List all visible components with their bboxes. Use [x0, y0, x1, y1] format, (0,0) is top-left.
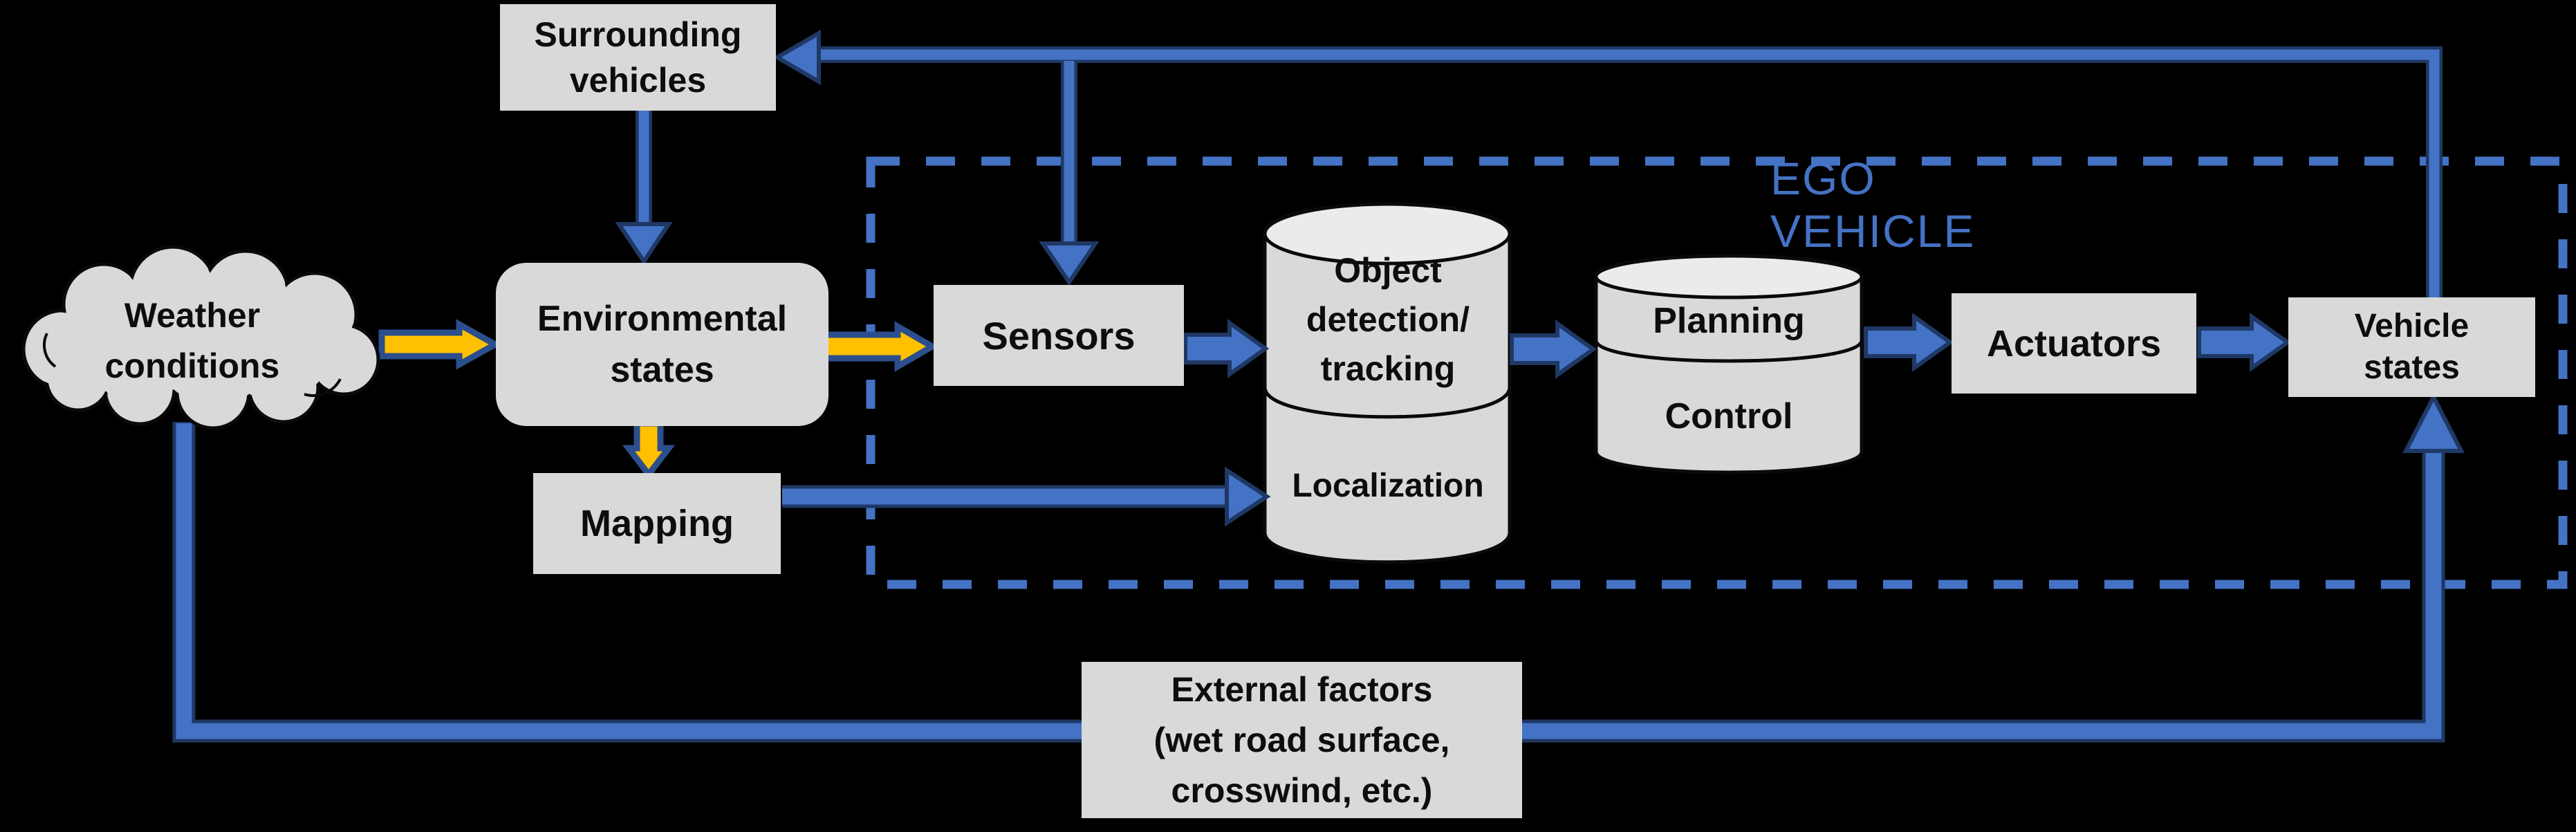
mapping-to-localization-connector [782, 466, 1271, 527]
perception-cylinder-divider [1263, 387, 1512, 419]
environmental-to-mapping-arrow [622, 420, 676, 480]
surrounding-vehicles-label-line1: Surrounding [534, 15, 742, 54]
node-vehicle-states: Vehicle states [2288, 297, 2535, 397]
weather-conditions-label: Weather conditions [33, 289, 351, 393]
arrowhead-up-into-vehicle-states [2402, 392, 2465, 453]
perception-cylinder [1263, 202, 1512, 564]
ego-vehicle-dashed-border [866, 156, 2568, 589]
node-external-factors: External factors (wet road surface, cros… [1082, 662, 1522, 818]
arrowhead-down-into-sensors [1039, 241, 1100, 286]
localization-label: Localization [1292, 467, 1484, 504]
environmental-states-label-line1: Environmental [537, 299, 788, 339]
external-factors-label-line3: crosswind, etc.) [1171, 770, 1433, 810]
object-detection-tracking-label: Object detection/ tracking [1266, 246, 1510, 394]
actuators-label: Actuators [1986, 322, 2162, 364]
environmental-states-label-line2: states [610, 350, 714, 390]
planning-control-cylinder-divider [1594, 340, 1864, 363]
environment-yellow-arrows [378, 319, 938, 480]
object-detection-label-line1: Object [1334, 251, 1442, 290]
object-detection-label-line2: detection/ [1306, 300, 1470, 339]
surrounding-vehicles-label-line2: vehicles [569, 61, 707, 100]
actuators-to-vehicle-states-arrow [2197, 313, 2292, 372]
node-environmental-states: Environmental states [496, 263, 828, 426]
weather-conditions-label-line1: Weather [124, 296, 261, 335]
node-sensors: Sensors [934, 285, 1184, 386]
planning-control-cylinder [1594, 254, 1864, 474]
vehicle-states-label-line1: Vehicle [2354, 308, 2470, 344]
planning-label: Planning [1653, 301, 1805, 341]
weather-cloud-shape [21, 245, 380, 430]
planning-to-actuators-arrow [1864, 313, 1954, 372]
node-actuators: Actuators [1952, 293, 2196, 394]
node-mapping: Mapping [533, 473, 781, 574]
control-label: Control [1665, 396, 1793, 436]
sensors-label: Sensors [982, 313, 1136, 358]
sensors-to-perception-arrow [1183, 319, 1270, 378]
object-detection-label-line3: tracking [1320, 349, 1456, 388]
arrowhead-left-into-surrounding-vehicles [773, 29, 821, 86]
weather-to-environmental-arrow [378, 319, 502, 370]
environmental-to-sensors-arrow [821, 321, 938, 372]
external-factors-label-line2: (wet road surface, [1153, 720, 1450, 759]
node-surrounding-vehicles: Surrounding vehicles [500, 4, 776, 111]
ego-vehicle-region-label: EGO VEHICLE [1770, 153, 1976, 257]
pipeline-block-arrows [1183, 313, 2292, 379]
vehicle-states-feedback-connector [773, 29, 2443, 302]
vehicle-states-label-line2: states [2364, 349, 2460, 386]
mapping-label: Mapping [580, 503, 734, 544]
weather-conditions-label-line2: conditions [104, 346, 280, 385]
perception-to-planning-arrow [1510, 320, 1597, 379]
surrounding-to-environmental-connector [615, 109, 673, 266]
external-factors-label-line1: External factors [1171, 669, 1433, 709]
